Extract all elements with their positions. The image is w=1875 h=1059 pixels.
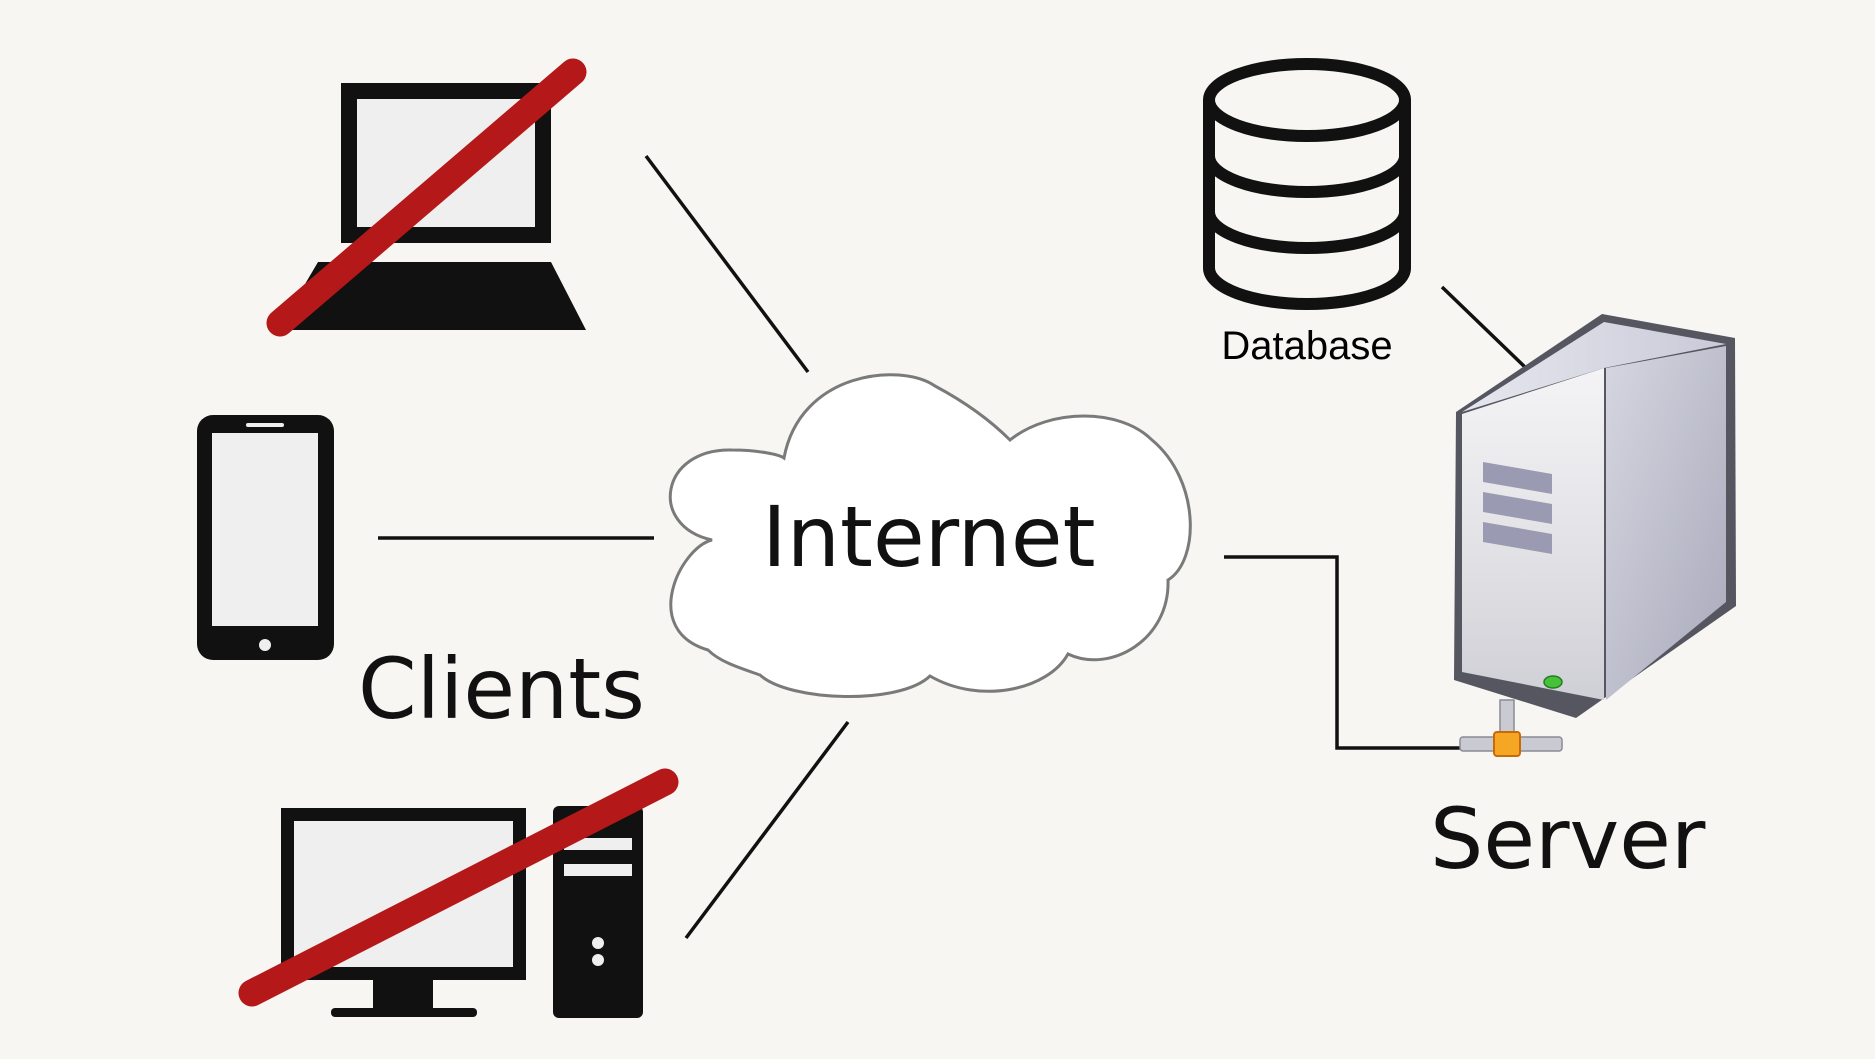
laptop-strike — [266, 58, 587, 337]
link-laptop-internet — [644, 154, 810, 374]
smartphone-icon — [197, 415, 334, 660]
link-internet-server — [1224, 555, 1470, 750]
clients-label: Clients — [358, 640, 645, 738]
server-icon — [1454, 314, 1736, 757]
database-icon — [1203, 58, 1411, 310]
database-label: Database — [1221, 324, 1392, 368]
internet-cloud-icon — [668, 373, 1192, 698]
internet-label: Internet — [762, 488, 1096, 586]
desktop-strike — [238, 768, 679, 1007]
link-database-server — [1440, 285, 1530, 372]
link-desktop-internet — [684, 720, 850, 940]
server-label: Server — [1430, 790, 1706, 888]
desktop-computer-icon — [281, 806, 643, 1018]
